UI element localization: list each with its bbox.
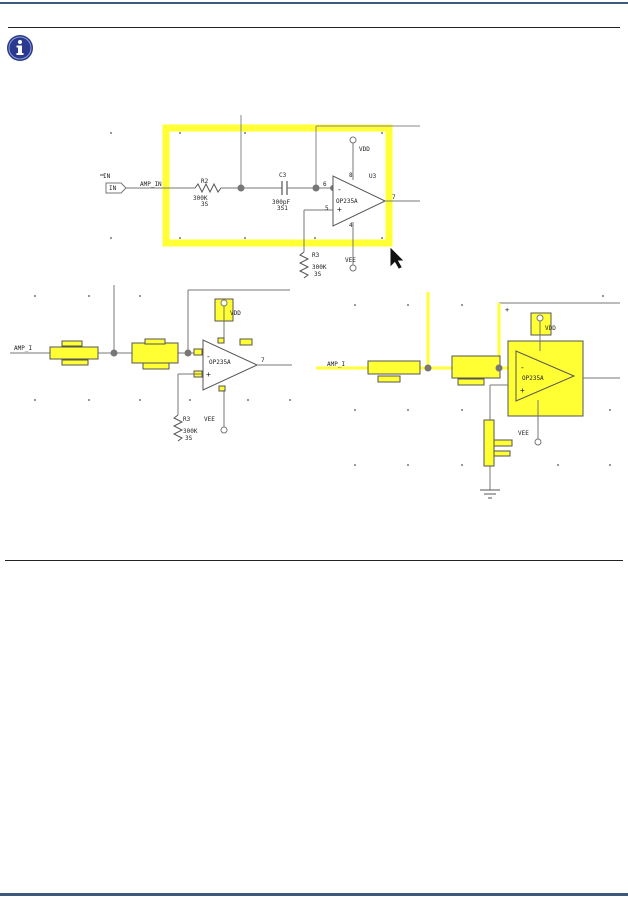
fig3-plus-marker: + <box>505 306 509 314</box>
net-amp-in-label: AMP_IN <box>140 181 162 188</box>
note-bottom-rule <box>5 560 623 561</box>
top-rule <box>0 2 628 4</box>
c3-selected[interactable] <box>131 342 179 364</box>
fig3-minus: - <box>520 363 525 372</box>
r3-footprint: 3S <box>314 271 322 278</box>
fig3-r2[interactable] <box>367 360 421 375</box>
fig2-pin-7: 7 <box>261 357 265 364</box>
fig3-plus: + <box>520 386 525 395</box>
selection-highlight <box>162 124 393 247</box>
minus-sign: - <box>337 185 342 194</box>
u3-part: OP235A <box>336 198 358 205</box>
mouse-cursor-icon <box>390 247 404 269</box>
port-label: IN <box>103 173 111 180</box>
fig3-vdd-label: VDD <box>545 325 556 332</box>
figure-1-labels: IN IN AMP_IN R2 300K 3S C3 300pF 3S1 VDD… <box>103 146 396 278</box>
fig2-opamp-part: OP235A <box>209 359 231 366</box>
r2-value: 300K <box>193 195 208 202</box>
fig2-vee-label: VEE <box>204 416 215 423</box>
fig3-net-label: AMP_I <box>327 361 345 368</box>
fig2-r3-footprint: 3S <box>185 435 193 442</box>
port-in <box>105 182 127 194</box>
u3-ref: U3 <box>369 173 377 180</box>
fig2-minus: - <box>206 352 211 361</box>
pin-5: 5 <box>325 205 329 212</box>
r2-footprint: 3S <box>201 201 209 208</box>
fig3-r3[interactable] <box>483 419 495 467</box>
fig2-r3-value: 300K <box>183 428 198 435</box>
opamp-u3 <box>332 175 387 227</box>
pin-6: 6 <box>323 181 327 188</box>
r2-ref: R2 <box>201 178 209 185</box>
note-top-rule <box>8 27 620 28</box>
fig2-r3-ref: R3 <box>183 416 191 423</box>
r2-selected[interactable] <box>49 346 99 360</box>
fig3-opamp-part: OP235A <box>522 375 544 382</box>
opamp-fig2 <box>202 339 259 391</box>
grid-dots <box>110 132 383 239</box>
plus-sign: + <box>337 205 342 214</box>
vdd-label: VDD <box>359 146 370 153</box>
fig3-vdd-block[interactable] <box>530 312 552 336</box>
figure-1 <box>100 115 420 279</box>
pin-8: 8 <box>349 172 353 179</box>
fig2-net-label: AMP_I <box>14 345 32 352</box>
pin-7: 7 <box>392 194 396 201</box>
fig2-vdd-label: VDD <box>230 310 241 317</box>
fig2-plus: + <box>206 370 211 379</box>
vee-label: VEE <box>345 257 356 264</box>
c3-footprint: 3S1 <box>277 205 288 212</box>
figure-3 <box>316 292 620 499</box>
info-icon <box>7 35 33 61</box>
r3-value: 300K <box>312 264 327 271</box>
c3-ref: C3 <box>279 172 287 179</box>
figure-2 <box>10 285 292 442</box>
c3-value: 300pF <box>272 199 290 206</box>
port-net-label: IN <box>109 185 117 192</box>
pin-4: 4 <box>349 222 353 229</box>
fig3-vee-label: VEE <box>518 430 529 437</box>
r3-ref: R3 <box>312 252 320 259</box>
fig3-c3[interactable] <box>451 355 501 379</box>
bottom-rule <box>0 893 628 896</box>
